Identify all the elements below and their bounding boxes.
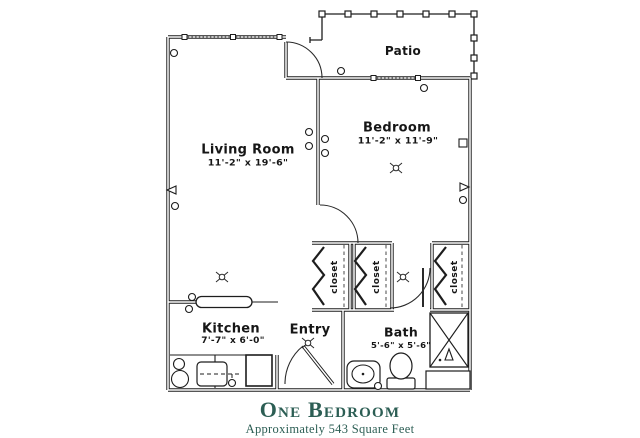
bath-label: Bath xyxy=(383,324,419,340)
entry-label: Entry xyxy=(289,322,331,338)
entry-light-icon xyxy=(301,337,315,349)
kitchen-outlet xyxy=(227,378,237,388)
walls xyxy=(166,35,472,392)
closet3-bifold xyxy=(433,246,448,306)
kitchen-sink-small-basin xyxy=(172,357,186,371)
switch-icon xyxy=(165,185,177,195)
outlet-icon xyxy=(184,304,194,314)
entry-door-arc xyxy=(284,345,304,385)
windows xyxy=(181,34,421,81)
jack-icon xyxy=(458,138,468,148)
closet-rods xyxy=(343,245,463,308)
outlet-icon xyxy=(336,66,346,76)
toilet-tank xyxy=(386,377,416,390)
closet3-label: closet xyxy=(450,260,460,294)
door-arcs xyxy=(284,41,431,385)
kitchen-label: Kitchen xyxy=(202,321,260,337)
bath-sink-drain xyxy=(361,372,365,376)
closet1-label: closet xyxy=(330,260,340,294)
bath-fixtures xyxy=(346,312,471,391)
bath-hall-light-icon xyxy=(396,271,410,283)
title-block: One Bedroom Approximately 543 Square Fee… xyxy=(120,399,540,437)
kitchen-dimensions: 7'-7" x 6'-0" xyxy=(201,336,265,346)
bedroom-door-arc xyxy=(319,204,359,244)
patio-door-arc xyxy=(285,41,323,79)
outlet-icon xyxy=(187,292,197,302)
bath-vanity xyxy=(425,370,471,390)
bath-door-arc xyxy=(389,267,431,309)
window-mullions xyxy=(181,34,421,81)
outlet-icon xyxy=(320,148,330,158)
closet2-label: closet xyxy=(372,260,382,294)
bath-dimensions: 5'-6" x 5'-6" xyxy=(370,341,432,351)
ceiling-lights xyxy=(215,162,410,349)
closet2-bifold xyxy=(353,246,368,306)
outlet-icon xyxy=(419,83,429,93)
refrigerator xyxy=(245,354,273,387)
patio-railing-posts xyxy=(318,10,478,80)
bath-sink-valve xyxy=(373,381,383,391)
bedroom-label: Bedroom xyxy=(363,120,431,136)
outlet-icon xyxy=(170,201,180,211)
shower-x xyxy=(429,312,469,368)
plan-subtitle: Approximately 543 Square Feet xyxy=(245,422,415,436)
bath-sink-bowl xyxy=(351,364,375,384)
kitchen-range xyxy=(196,361,228,387)
patio-label: Patio xyxy=(384,44,422,58)
shower-head xyxy=(444,347,454,361)
outlet-icon xyxy=(169,48,179,58)
outlet-icon xyxy=(304,141,314,151)
bedroom-dimensions: 11'-2" x 11'-9" xyxy=(357,135,439,147)
bedroom-light-icon xyxy=(389,162,403,174)
electrical-symbols xyxy=(165,48,471,314)
closet1-bifold xyxy=(311,246,326,306)
switch-icon xyxy=(459,182,471,192)
living-room-light-icon xyxy=(215,271,229,283)
kitchen-sink-large-basin xyxy=(170,369,190,389)
shower xyxy=(429,312,469,368)
outlet-icon xyxy=(304,127,314,137)
kitchen-fixtures xyxy=(170,295,278,389)
kitchen-counter-peninsula xyxy=(195,295,253,309)
plan-title: One Bedroom xyxy=(259,397,401,422)
outlet-icon xyxy=(320,134,330,144)
living-room-label: Living Room xyxy=(201,142,295,158)
outlet-icon xyxy=(458,195,468,205)
toilet-bowl xyxy=(389,352,413,380)
closet-bifold-doors xyxy=(311,246,448,306)
shower-drain xyxy=(438,358,442,362)
living-room-dimensions: 11'-2" x 19'-6" xyxy=(207,157,289,169)
